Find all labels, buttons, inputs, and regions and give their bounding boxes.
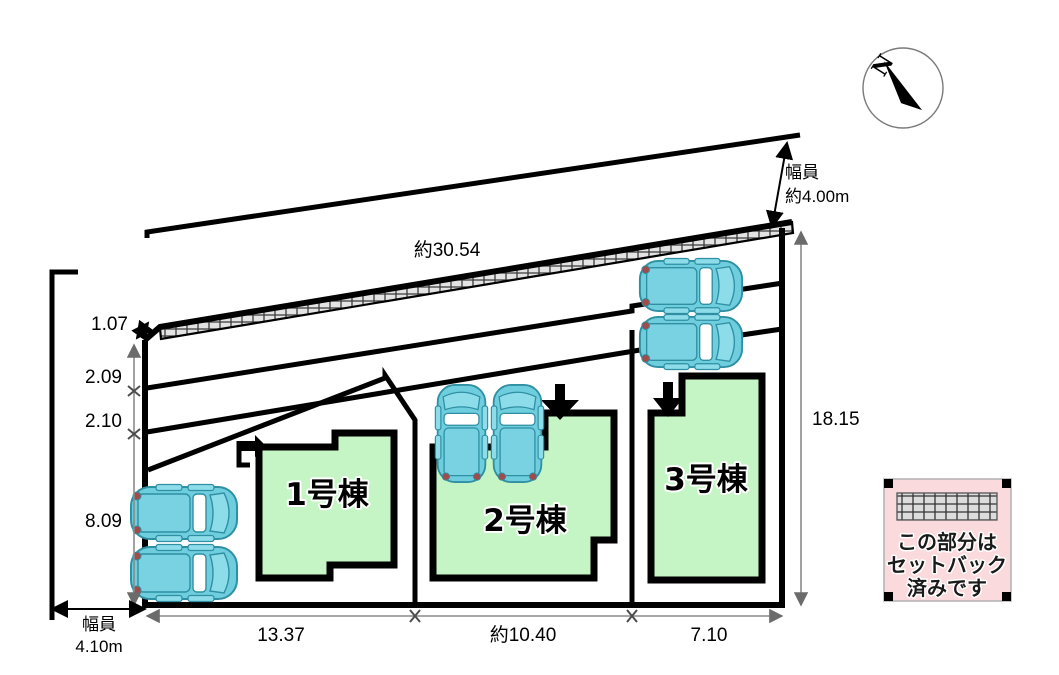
top-road-label-1: 幅員 <box>785 163 819 182</box>
legend-corner-tr <box>1002 479 1011 488</box>
legend-line-3: 済みです <box>907 576 987 600</box>
top-road-label-2: 約4.00m <box>785 187 849 206</box>
building-2-label: 2号棟 <box>483 503 568 539</box>
dim-bottom-3: 7.10 <box>691 625 728 646</box>
compass-needle-north <box>884 61 922 110</box>
legend-swatch-setback <box>896 492 998 521</box>
compass-needle-tail <box>901 102 922 110</box>
legend-line-2: セットバック <box>887 553 1007 577</box>
left-road-label-2: 4.10m <box>75 637 122 656</box>
legend-box: この部分は セットバック 済みです <box>883 478 1012 602</box>
dim-left-107-arrow <box>131 319 154 342</box>
building-1-footprint <box>255 429 398 582</box>
legend-corner-br <box>1002 592 1011 601</box>
building-1-label: 1号棟 <box>285 477 370 513</box>
dim-right-depth: 18.15 <box>812 409 860 430</box>
lot-divider-1-2 <box>147 366 418 605</box>
car-lot3-b <box>638 313 744 371</box>
car-lot1-a <box>130 483 238 543</box>
building-3-label: 3号棟 <box>664 462 749 498</box>
legend-corner-bl <box>884 592 893 601</box>
dim-bottom-1: 13.37 <box>257 625 305 646</box>
legend-corner-tl <box>884 479 893 488</box>
left-dimension-ticks <box>127 385 141 440</box>
dim-left-4: 8.09 <box>85 511 122 532</box>
compass-rose: N <box>862 47 944 129</box>
dim-left-1: 1.07 <box>91 314 128 335</box>
legend-line-1: この部分は <box>897 530 997 554</box>
entrance-arrow-building-3 <box>653 382 683 417</box>
car-lot2-a <box>434 383 489 484</box>
entrance-arrow-building-2 <box>541 384 579 420</box>
bottom-dimension-ticks <box>409 609 638 623</box>
dim-top-frontage: 約30.54 <box>414 239 481 261</box>
car-lot2-b <box>490 383 545 484</box>
entrance-arrow-building-1 <box>236 435 266 468</box>
left-road-boundary <box>49 269 78 620</box>
building-3-footprint <box>647 372 766 584</box>
site-boundary-outer <box>142 228 785 608</box>
car-lot3-a <box>638 257 744 315</box>
dim-left-3: 2.10 <box>85 411 122 432</box>
car-lot1-b <box>130 543 238 603</box>
dim-bottom-2: 約10.40 <box>490 624 557 646</box>
top-road-upper-edge <box>144 132 801 238</box>
top-road-width-arrow <box>765 141 794 229</box>
dim-left-2: 2.09 <box>85 367 122 388</box>
left-road-label-1: 幅員 <box>82 615 116 634</box>
